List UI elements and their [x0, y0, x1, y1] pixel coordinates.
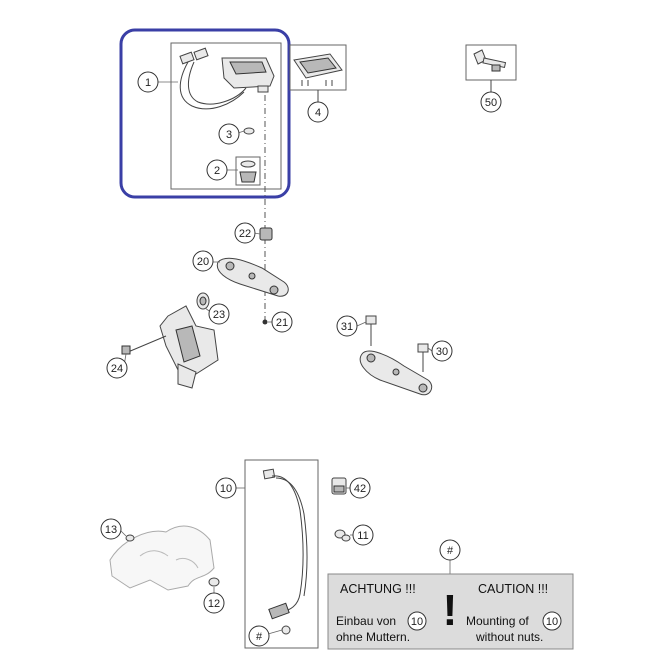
caution-title-de: ACHTUNG !!! [340, 582, 416, 596]
callout-11[interactable]: 11 [352, 524, 374, 546]
caution-title-en: CAUTION !!! [478, 582, 548, 596]
caution-line2-en: without nuts. [475, 630, 543, 644]
caution-notice: ACHTUNG !!! CAUTION !!! ! Einbau von ohn… [327, 573, 574, 650]
svg-text:13: 13 [105, 524, 117, 536]
caution-line1-en: Mounting of [466, 614, 529, 628]
rubber-grommet[interactable] [239, 160, 257, 183]
bushing-part[interactable] [259, 227, 273, 241]
callout-42[interactable]: 42 [349, 477, 371, 499]
callout-21[interactable]: 21 [271, 311, 293, 333]
part-10-box [244, 459, 319, 649]
callout-31[interactable]: 31 [336, 315, 358, 337]
svg-text:10: 10 [411, 616, 423, 628]
svg-text:23: 23 [213, 309, 225, 321]
callout-23[interactable]: 23 [208, 303, 230, 325]
callout-20[interactable]: 20 [192, 250, 214, 272]
svg-text:24: 24 [111, 363, 123, 375]
caution-mark: ! [443, 586, 458, 635]
svg-text:2: 2 [214, 165, 220, 177]
svg-text:4: 4 [315, 107, 321, 119]
display-cover[interactable] [293, 53, 343, 86]
caution-ref-de[interactable]: 10 [407, 611, 427, 631]
callout-24[interactable]: 24 [106, 357, 128, 379]
callout-12[interactable]: 12 [203, 592, 225, 614]
bolt-31[interactable] [365, 315, 377, 346]
cap-part-42[interactable] [331, 477, 347, 495]
speedometer-unit[interactable] [179, 47, 275, 110]
o-ring-part[interactable] [243, 127, 255, 135]
svg-text:20: 20 [197, 256, 209, 268]
part-2-box [235, 156, 261, 186]
callout-50[interactable]: 50 [480, 91, 502, 113]
callout-30[interactable]: 30 [431, 340, 453, 362]
part-1-box [170, 42, 282, 190]
spacer-part[interactable] [196, 292, 210, 310]
callout-3[interactable]: 3 [218, 123, 240, 145]
bolt-30[interactable] [417, 343, 429, 372]
svg-text:10: 10 [220, 483, 232, 495]
svg-text:42: 42 [354, 483, 366, 495]
callout-22[interactable]: 22 [234, 222, 256, 244]
mounting-bracket[interactable] [216, 257, 289, 297]
svg-text:#: # [256, 631, 263, 643]
svg-text:#: # [447, 545, 454, 557]
frame-bracket-13[interactable] [109, 525, 215, 591]
callout-13[interactable]: 13 [100, 518, 122, 540]
svg-text:11: 11 [357, 530, 368, 542]
svg-text:1: 1 [145, 77, 151, 89]
callout-hash-top[interactable]: # [439, 539, 461, 561]
callout-10[interactable]: 10 [215, 477, 237, 499]
svg-text:31: 31 [341, 321, 353, 333]
svg-text:50: 50 [485, 97, 497, 109]
svg-text:22: 22 [239, 228, 251, 240]
caution-line2-de: ohne Muttern. [336, 630, 410, 644]
screw-part[interactable] [262, 319, 268, 325]
svg-text:3: 3 [226, 129, 232, 141]
svg-text:12: 12 [208, 598, 220, 610]
callout-1[interactable]: 1 [137, 71, 159, 93]
svg-text:10: 10 [546, 616, 558, 628]
caution-line1-de: Einbau von [336, 614, 396, 628]
nut-part-11[interactable] [334, 529, 351, 542]
svg-text:21: 21 [276, 317, 288, 329]
callout-hash-bottom[interactable]: # [248, 625, 270, 647]
key-part[interactable] [473, 49, 507, 72]
lower-bracket[interactable] [359, 350, 433, 396]
svg-text:30: 30 [436, 346, 448, 358]
sensor-cable[interactable] [262, 468, 308, 635]
caution-ref-en[interactable]: 10 [542, 611, 562, 631]
spacer-part-12[interactable] [208, 577, 220, 587]
highlight-frame[interactable] [119, 28, 291, 199]
callout-4[interactable]: 4 [307, 101, 329, 123]
clamp-assembly[interactable] [121, 305, 219, 389]
callout-2[interactable]: 2 [206, 159, 228, 181]
